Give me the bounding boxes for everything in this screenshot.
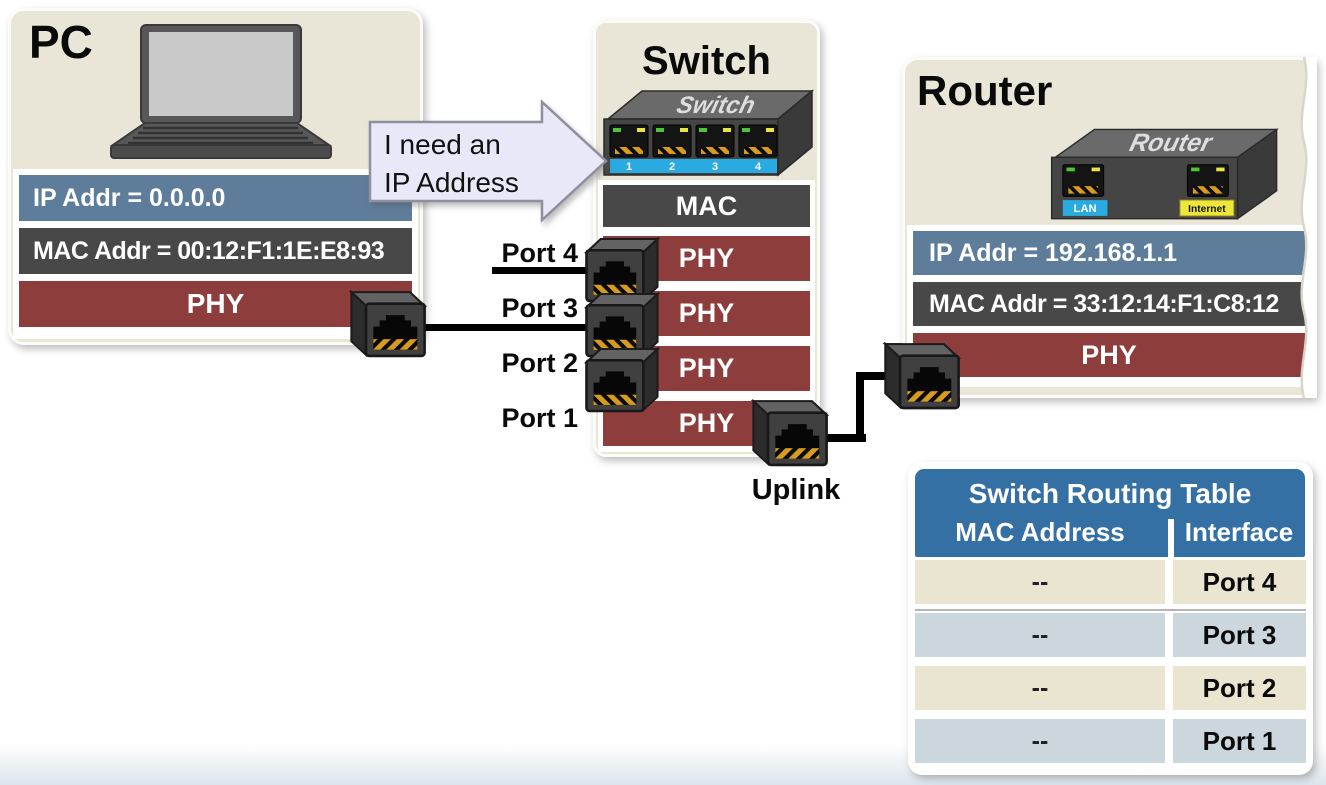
rj45-connector-pc-icon [350, 290, 426, 358]
port1-label: Port 1 [501, 403, 578, 433]
row1-mac-cell: -- [915, 560, 1165, 604]
rj45-connector-switch-port2-icon [585, 347, 659, 413]
routing-table-header: Switch Routing Table MAC Address Interfa… [915, 469, 1305, 557]
rj45-connector-router-front-icon [884, 342, 960, 410]
router-device-icon: Router LAN Internet [1050, 128, 1279, 221]
router-device-label: Router [1127, 129, 1217, 157]
pc-ip-bar: IP Addr = 0.0.0.0 [19, 175, 412, 221]
pc-title: PC [29, 16, 93, 68]
row3-interface-cell: Port 2 [1173, 666, 1306, 710]
row4-interface-cell: Port 1 [1173, 719, 1306, 763]
row1-interface-cell: Port 4 [1173, 560, 1306, 604]
switch-device-jacks [609, 124, 778, 158]
cable-uplink-vertical [856, 372, 864, 442]
switch-device-icon: Switch 1 2 3 4 [603, 89, 815, 177]
row4-mac-cell: -- [915, 719, 1165, 763]
callout-line1: I need an [384, 129, 501, 160]
router-protocol-stack: IP Addr = 192.168.1.1 MAC Addr = 33:12:1… [907, 225, 1311, 387]
port2-label: Port 2 [501, 348, 578, 378]
row3-mac-cell: -- [915, 666, 1165, 710]
callout-text: I need an IP Address [384, 126, 519, 202]
cable-pc-to-port3 [424, 324, 589, 331]
callout-arrow-icon [368, 99, 608, 223]
laptop-icon [109, 24, 333, 159]
port4-label: Port 4 [501, 238, 578, 268]
uplink-label: Uplink [751, 474, 841, 506]
switch-routing-table: Switch Routing Table MAC Address Interfa… [908, 462, 1313, 775]
switch-port-number-2: 2 [669, 161, 675, 173]
internet-label-badge [1179, 199, 1235, 217]
lan-label: LAN [1074, 203, 1097, 215]
cable-uplink-horizontal [822, 434, 866, 442]
pc-mac-bar: MAC Addr = 00:12:F1:1E:E8:93 [19, 228, 412, 274]
pc-protocol-stack: IP Addr = 0.0.0.0 MAC Addr = 00:12:F1:1E… [13, 169, 418, 339]
row-separator [915, 609, 1306, 611]
row2-mac-cell: -- [915, 613, 1165, 657]
column-divider [1168, 519, 1174, 557]
router-title: Router [917, 67, 1053, 114]
router-lan-jack [1062, 164, 1105, 197]
pc-panel: PC IP Addr = 0.0.0.0 MAC Addr = 00:12:F1… [8, 8, 423, 345]
switch-port-number-1: 1 [626, 161, 632, 173]
pc-phy-bar: PHY [19, 281, 412, 327]
switch-port-number-3: 3 [712, 161, 718, 173]
cable-stub-port4 [492, 267, 588, 274]
router-phy-bar: PHY [913, 333, 1305, 377]
switch-device-label: Switch [674, 92, 758, 119]
column-header-interface: Interface [1184, 517, 1294, 547]
router-internet-jack [1186, 164, 1229, 197]
switch-title: Switch [642, 39, 771, 83]
switch-phy-bar-port2: PHY [603, 346, 810, 391]
torn-edge-decoration [1300, 57, 1317, 398]
port3-label: Port 3 [501, 293, 578, 323]
rj45-connector-uplink-icon [752, 399, 828, 467]
callout-line2: IP Address [384, 167, 519, 198]
switch-port-strip [610, 159, 777, 173]
router-mac-bar: MAC Addr = 33:12:14:F1:C8:12 [913, 282, 1305, 326]
switch-mac-bar: MAC [603, 185, 810, 227]
cable-uplink-to-router [856, 372, 892, 380]
row2-interface-cell: Port 3 [1173, 613, 1306, 657]
internet-label: Internet [1188, 204, 1226, 215]
lan-label-badge [1062, 200, 1108, 216]
router-panel: Router Router LAN Internet IP Addr = 192… [902, 57, 1317, 398]
column-header-mac-address: MAC Address [955, 517, 1125, 547]
router-ip-bar: IP Addr = 192.168.1.1 [913, 231, 1305, 275]
routing-table-title: Switch Routing Table [968, 478, 1252, 509]
switch-port-number-4: 4 [755, 161, 762, 173]
